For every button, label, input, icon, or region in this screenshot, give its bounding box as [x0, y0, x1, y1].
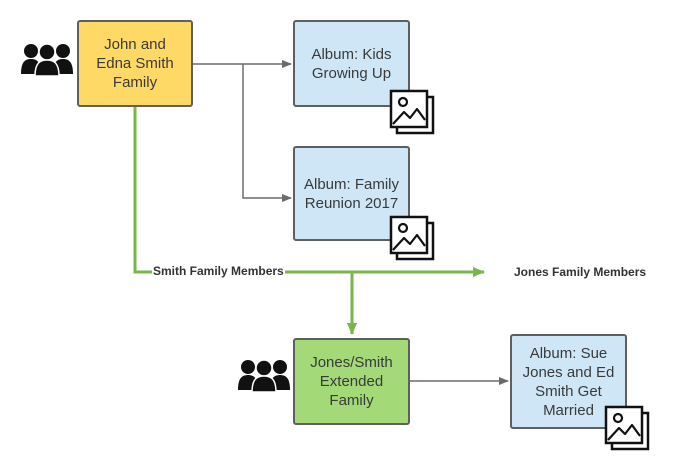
- people-group-icon: [238, 359, 290, 392]
- album-reunion-node-label: Album: Family Reunion 2017: [303, 175, 400, 212]
- jones-smith-family-node[interactable]: Jones/Smith Extended Family: [293, 338, 410, 425]
- people-group-icon: [21, 43, 73, 76]
- photo-album-icon: [389, 215, 435, 261]
- smith-family-node[interactable]: John and Edna Smith Family: [77, 20, 193, 107]
- album-kids-node-label: Album: Kids Growing Up: [311, 45, 392, 82]
- jones-smith-family-node-label: Jones/Smith Extended Family: [310, 354, 393, 409]
- jones-family-members-label: Jones Family Members: [513, 265, 648, 279]
- photo-album-icon: [604, 405, 650, 451]
- album-married-node-label: Album: Sue Jones and Ed Smith Get Marrie…: [522, 344, 615, 419]
- photo-album-icon: [389, 89, 435, 135]
- smith-family-members-label: Smith Family Members: [152, 264, 285, 278]
- connector-smith-to-reunion: [242, 64, 292, 202]
- smith-family-node-label: John and Edna Smith Family: [96, 36, 174, 91]
